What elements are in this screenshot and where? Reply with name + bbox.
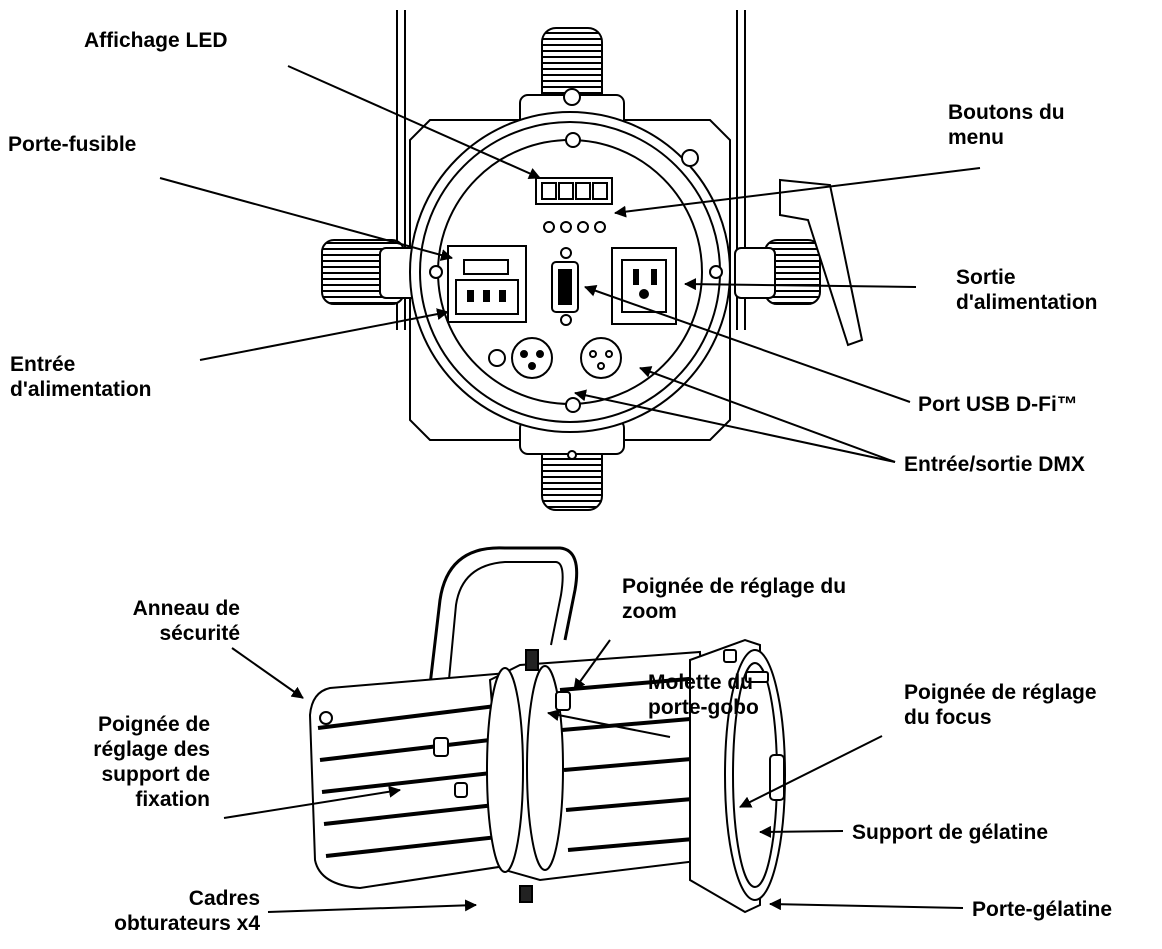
label-anneau-securite: Anneau de sécurité [132, 597, 240, 645]
label-entree-alimentation: Entrée d'alimentation [10, 353, 152, 401]
label-poignee-focus: Poignée de réglage du focus [904, 681, 1097, 729]
power-outlet [611, 247, 677, 325]
label-sortie-alimentation: Sortie d'alimentation [956, 266, 1098, 314]
label-port-usb: Port USB D-Fi™ [918, 393, 1078, 416]
rear-leaders [159, 65, 981, 463]
rear-view [321, 10, 864, 511]
bottom-handle [519, 419, 625, 511]
usb-port [551, 261, 579, 313]
label-dmx: Entrée/sortie DMX [904, 453, 1085, 476]
label-affichage-led: Affichage LED [84, 29, 228, 52]
label-porte-fusible: Porte-fusible [8, 133, 137, 156]
label-molette-gobo: Molette du porte-gobo [648, 671, 759, 719]
label-support-gelatine: Support de gélatine [852, 821, 1049, 844]
label-poignee-support: Poignée de réglage des support de fixati… [93, 713, 210, 811]
led-display [535, 177, 613, 205]
label-porte-gelatine: Porte-gélatine [972, 898, 1113, 921]
clamp-lever [779, 178, 864, 347]
left-handle [321, 239, 421, 305]
side-leaders [223, 639, 964, 913]
label-poignee-zoom: Poignée de réglage du zoom [622, 575, 847, 623]
label-cadres-obturateurs: Cadres obturateurs x4 [114, 887, 260, 935]
dmx-connectors [488, 337, 622, 379]
power-inlet [447, 245, 527, 323]
label-boutons-menu: Boutons du menu [948, 101, 1065, 149]
right-handle [734, 239, 821, 305]
menu-buttons [543, 221, 606, 233]
